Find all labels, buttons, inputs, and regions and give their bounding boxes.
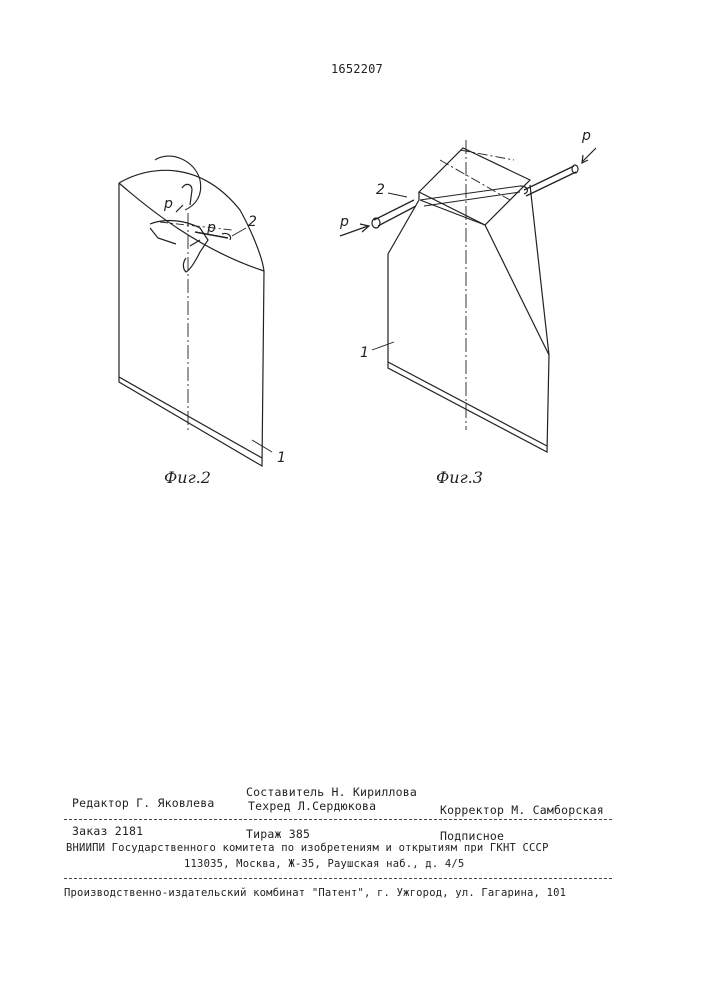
colophon-divider-bottom	[64, 878, 612, 879]
institute-line: ВНИИПИ Государственного комитета по изоб…	[66, 842, 549, 854]
fig3-force-label-p-right: p	[582, 128, 591, 144]
fig2-caption: Фиг.2	[164, 468, 211, 487]
editor-credit: Редактор Г. Яковлева	[72, 796, 214, 810]
fig3-part-label-2: 2	[376, 182, 385, 198]
colophon-divider-top	[64, 819, 612, 820]
fig3-part-label-1: 1	[360, 345, 369, 361]
publisher-line: Производственно-издательский комбинат "П…	[64, 887, 566, 899]
subscription-note: Подписное	[440, 829, 504, 843]
circulation: Тираж 385	[246, 827, 310, 841]
bag-fig2	[119, 156, 272, 466]
fig2-part-label-1: 1	[277, 450, 286, 466]
techred-credit: Техред Л.Сердюкова	[248, 799, 376, 813]
fig2-part-label-2: 2	[248, 214, 257, 230]
corrector-credit: Корректор М. Самборская	[440, 803, 604, 817]
fig2-force-label-p-secondary: p	[207, 220, 216, 236]
compiler-credit: Составитель Н. Кириллова	[246, 785, 417, 799]
address-line: 113035, Москва, Ж-35, Раушская наб., д. …	[184, 858, 464, 870]
order-number: Заказ 2181	[72, 824, 143, 838]
fig3-caption: Фиг.3	[436, 468, 483, 487]
fig3-force-label-p-left: p	[340, 214, 349, 230]
fig2-force-label-p: p	[164, 196, 173, 212]
